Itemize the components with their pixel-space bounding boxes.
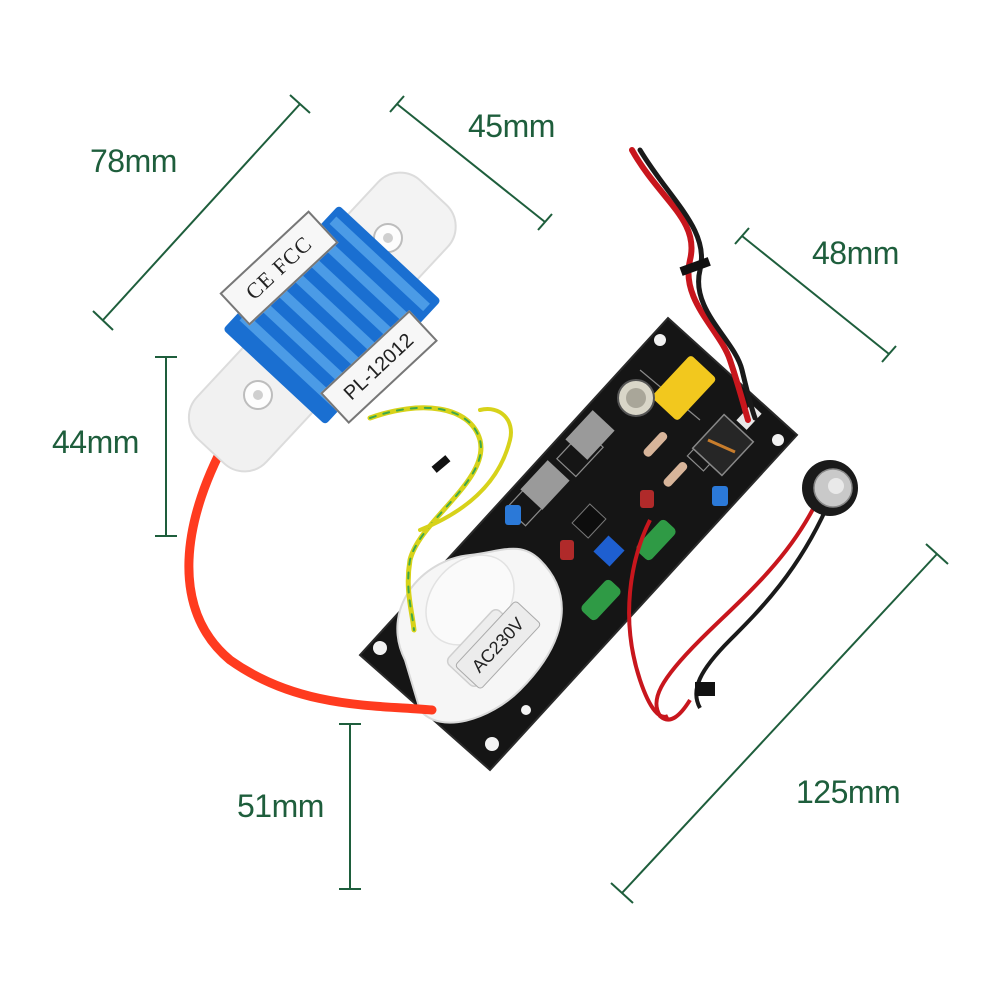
hv-transformer: [396, 547, 563, 724]
ground-wire: [367, 405, 513, 633]
dimension-45mm: 45mm: [468, 108, 555, 144]
dimension-lines: [92, 94, 949, 904]
orange-tube: [184, 425, 437, 715]
power-wires: [629, 147, 758, 423]
switch-knob: [627, 460, 858, 722]
dimension-51mm: 51mm: [237, 788, 324, 824]
dimension-78mm: 78mm: [90, 143, 177, 179]
dimension-44mm: 44mm: [52, 424, 139, 460]
dimension-125mm: 125mm: [796, 774, 901, 810]
dimension-48mm: 48mm: [812, 235, 899, 271]
ozone-tube: [187, 171, 457, 473]
